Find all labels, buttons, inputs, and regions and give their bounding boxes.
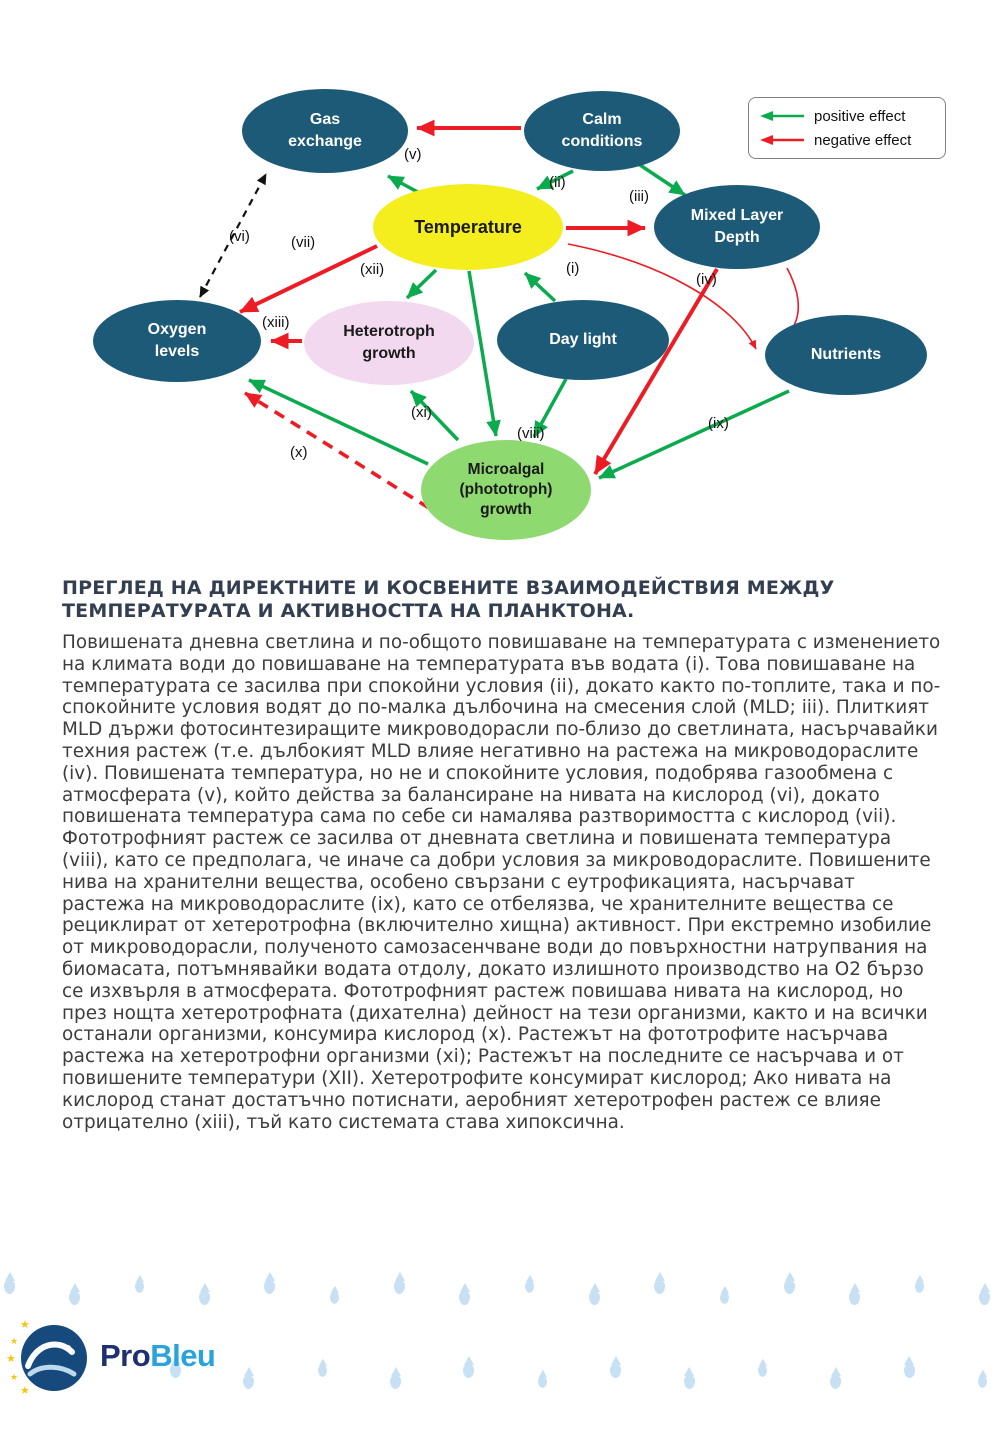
- arrow-calm-to-mld: [636, 161, 686, 197]
- arrow-mld-to-microalgal: [593, 267, 719, 476]
- droplet-icon: [719, 1292, 730, 1304]
- edge-label-vii: (vii): [291, 234, 316, 251]
- arrow-microalgal-to-oxygen: [248, 378, 429, 466]
- droplet-icon: [459, 1291, 470, 1305]
- node-calm-conditions: Calm conditions: [524, 91, 680, 171]
- wave-icon: [27, 1364, 77, 1377]
- droplet-icon: [524, 1281, 535, 1293]
- droplet-icon: [463, 1364, 475, 1378]
- droplet-icon: [654, 1280, 665, 1294]
- node-label: Nutrients: [810, 346, 882, 364]
- edge-label-vi: (vi): [229, 228, 250, 245]
- droplet-icon: [757, 1365, 767, 1377]
- edge-label-xi: (xi): [411, 404, 432, 421]
- arrow-temperature-to-nutrients-thin: [567, 243, 757, 350]
- arrow-microalgal-to-heterotroph: [409, 389, 460, 442]
- node-label: Heterotroph growth: [343, 323, 435, 362]
- droplet-icon: [683, 1375, 695, 1389]
- arrow-temperature-to-microalgal: [467, 270, 501, 437]
- article-body: Повишената дневна светлина и по-общото п…: [62, 632, 941, 1133]
- node-label: Day light: [549, 331, 617, 349]
- legend: positive effect negative effect: [748, 97, 946, 159]
- droplet-icon: [849, 1291, 860, 1305]
- edge-label-viii: (viii): [517, 425, 545, 442]
- legend-label-negative: negative effect: [814, 131, 912, 149]
- star-icon: ★: [6, 1352, 16, 1365]
- probleu-logo: ★ ★ ★ ★ ★ ProBleu: [6, 1314, 216, 1398]
- node-label: Mixed Layer Depth: [690, 207, 784, 246]
- droplet-icon: [977, 1376, 987, 1388]
- droplet-icon: [264, 1280, 275, 1294]
- droplet-icon: [610, 1364, 622, 1378]
- node-nutrients: Nutrients: [765, 315, 927, 395]
- star-icon: ★: [10, 1337, 18, 1347]
- droplet-icon: [390, 1375, 402, 1389]
- node-microalgal-growth: Microalgal (phototroph) growth: [421, 440, 591, 540]
- droplet-icon: [4, 1280, 15, 1294]
- node-gas-exchange: Gas exchange: [242, 89, 408, 173]
- arrow-temperature-to-oxygen: [239, 244, 378, 314]
- arrow-temperature-to-heterotroph: [405, 268, 438, 300]
- droplet-icon: [317, 1365, 327, 1377]
- droplet-icon: [394, 1280, 405, 1294]
- node-temperature: Temperature: [373, 184, 563, 270]
- edge-label-xii: (xii): [360, 261, 385, 278]
- edge-label-i: (i): [566, 260, 580, 277]
- node-day-light: Day light: [497, 300, 669, 380]
- arrow-microalgal-to-oxygen-dashed: [244, 391, 430, 510]
- node-label: Oxygen levels: [147, 321, 207, 360]
- droplet-icon: [914, 1281, 925, 1293]
- droplet-icon: [979, 1291, 990, 1305]
- edge-label-x: (x): [290, 444, 308, 461]
- node-label: Microalgal (phototroph) growth: [459, 460, 553, 519]
- star-icon: ★: [20, 1318, 30, 1331]
- article-heading: ПРЕГЛЕД НА ДИРЕКТНИТЕ И КОСВЕНИТЕ ВЗАИМО…: [62, 577, 835, 622]
- droplet-row-top: [4, 1280, 990, 1305]
- interaction-diagram: Gas exchange Calm conditions Temperature…: [0, 0, 1000, 575]
- node-mixed-layer-depth: Mixed Layer Depth: [654, 185, 820, 269]
- brand-pro: Pro: [100, 1338, 151, 1373]
- droplet-icon: [537, 1376, 547, 1388]
- droplet-icon: [243, 1375, 255, 1389]
- droplet-icon: [784, 1280, 795, 1294]
- fish-eye-icon: [65, 1345, 71, 1351]
- star-icon: ★: [10, 1373, 18, 1383]
- droplet-icon: [199, 1291, 210, 1305]
- node-label: Calm conditions: [561, 111, 643, 150]
- arrow-nutrients-to-microalgal: [598, 389, 790, 480]
- edge-label-v: (v): [404, 146, 422, 163]
- droplet-icon: [589, 1291, 600, 1305]
- droplet-row-bottom: [170, 1364, 988, 1389]
- droplet-icon: [170, 1364, 181, 1378]
- edge-label-iv: (iv): [696, 271, 717, 288]
- positive-effect-arrow-icon: [760, 111, 804, 121]
- arrow-daylight-to-microalgal: [532, 378, 568, 438]
- arrow-calm-to-temperature: [536, 169, 574, 191]
- negative-effect-arrow-icon: [760, 135, 804, 145]
- edge-label-iii: (iii): [629, 188, 649, 205]
- diagram-arrows: [199, 119, 800, 510]
- arrow-oxygen-gas-exchange-dashed: [199, 173, 267, 298]
- arrow-daylight-to-temperature: [523, 271, 557, 303]
- droplet-icon: [329, 1292, 340, 1304]
- legend-label-positive: positive effect: [814, 107, 906, 125]
- edge-label-xiii: (xiii): [262, 314, 290, 331]
- node-heterotroph-growth: Heterotroph growth: [304, 301, 474, 385]
- star-icon: ★: [20, 1384, 30, 1397]
- probleu-logo-icon: ★ ★ ★ ★ ★: [6, 1318, 87, 1397]
- legend-row-negative: negative effect: [759, 132, 935, 149]
- droplet-icon: [134, 1281, 145, 1293]
- node-label: Gas exchange: [288, 111, 362, 150]
- droplet-icon: [830, 1375, 842, 1389]
- edge-label-ii: (ii): [549, 174, 566, 191]
- droplet-icon: [903, 1364, 915, 1378]
- brand-bleu: Bleu: [150, 1338, 216, 1373]
- legend-row-positive: positive effect: [759, 108, 935, 125]
- brand-text: ProBleu: [100, 1338, 216, 1374]
- edge-label-ix: (ix): [708, 415, 729, 432]
- node-oxygen-levels: Oxygen levels: [93, 300, 261, 382]
- article: ПРЕГЛЕД НА ДИРЕКТНИТЕ И КОСВЕНИТЕ ВЗАИМО…: [62, 577, 942, 1133]
- droplet-icon: [69, 1291, 80, 1305]
- node-label: Temperature: [414, 216, 522, 237]
